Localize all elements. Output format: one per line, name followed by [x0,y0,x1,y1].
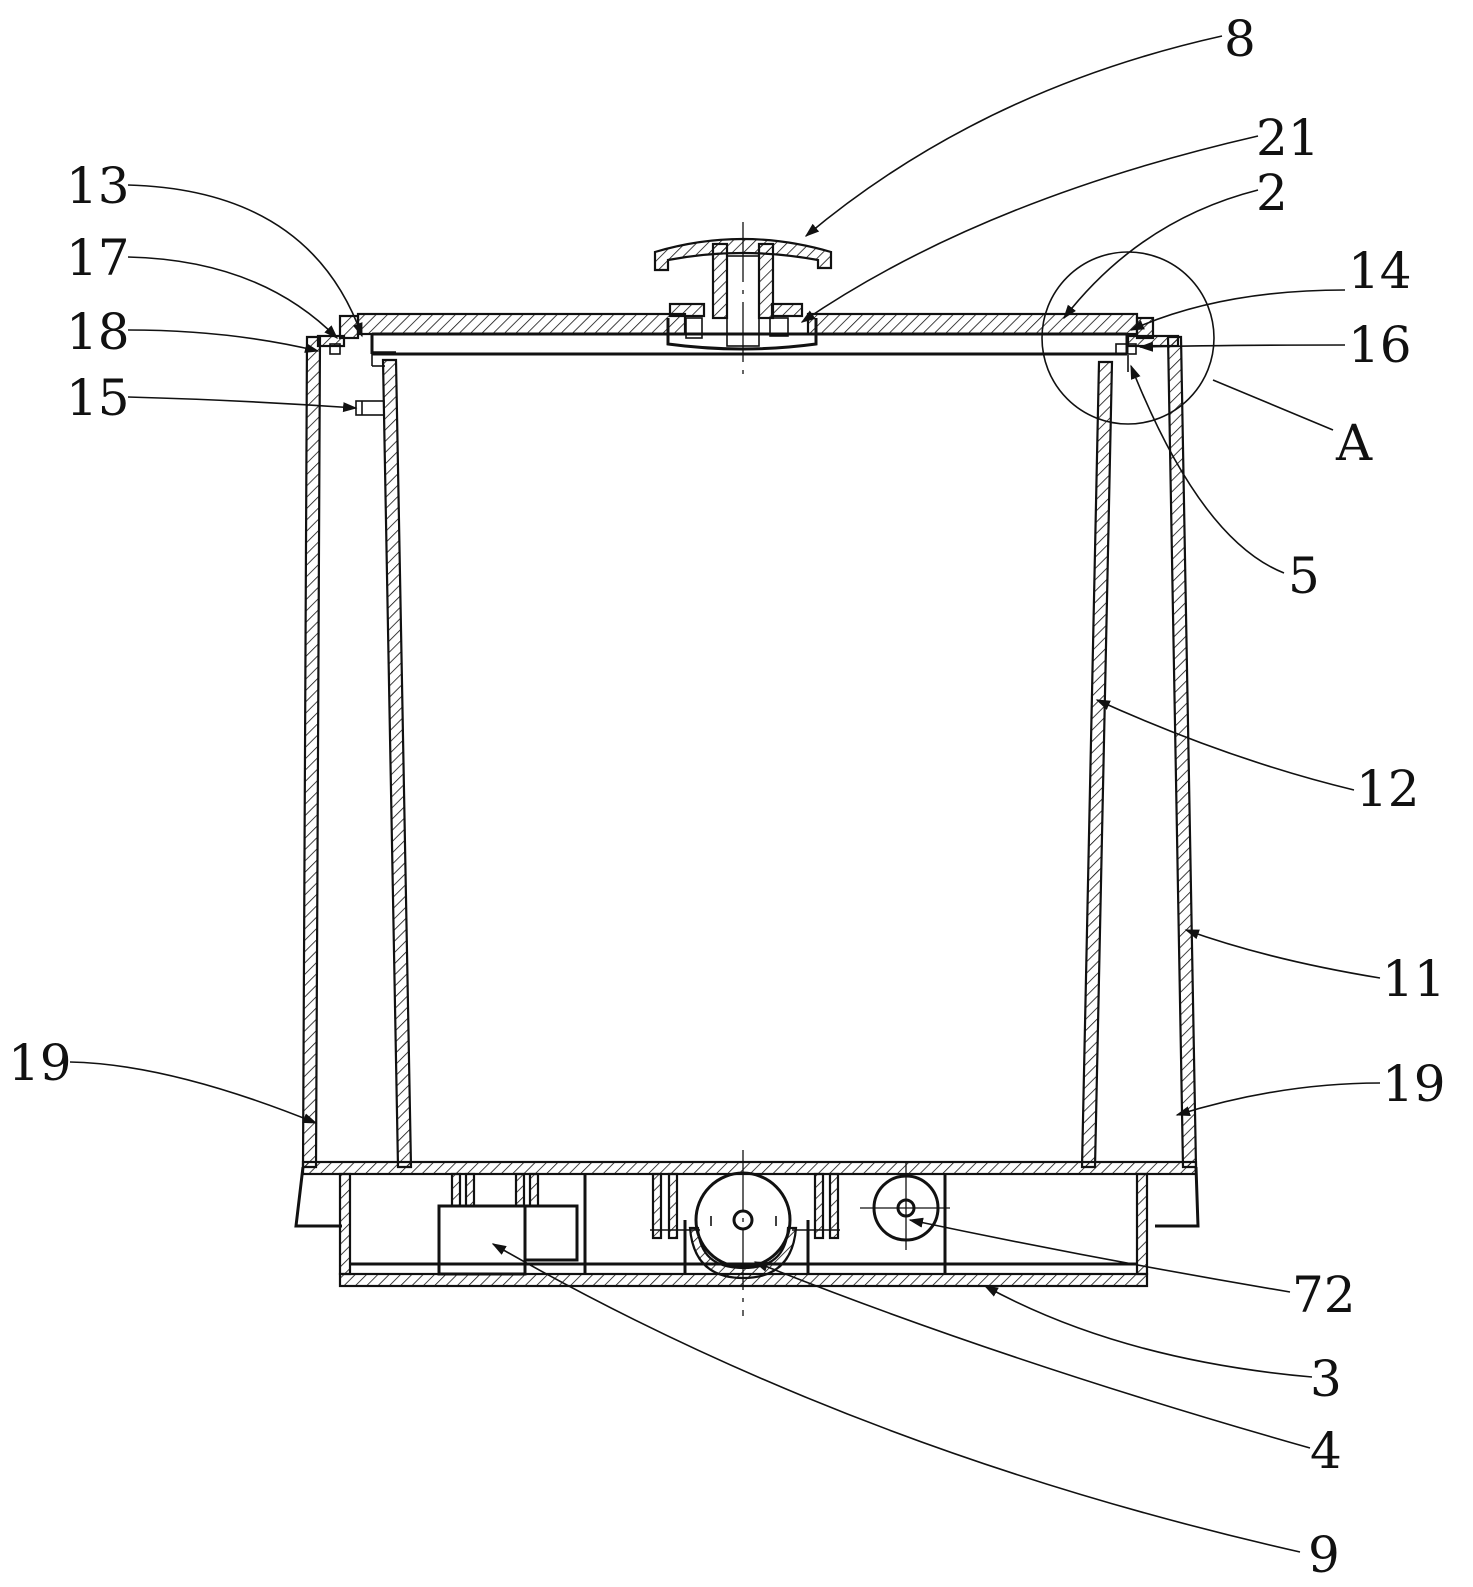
inner-liner [371,351,1114,1169]
label-3: 3 [1310,1350,1342,1408]
label-16: 16 [1348,316,1412,374]
lid [316,312,1180,372]
leader-lines [69,35,1381,1553]
label-17: 17 [66,229,130,287]
base [301,1150,1198,1316]
label-A: A [1335,414,1373,472]
label-11: 11 [1382,950,1446,1008]
outer-shell [294,335,1200,1228]
label-2: 2 [1256,164,1288,222]
label-12: 12 [1356,760,1420,818]
label-14: 14 [1348,242,1412,300]
label-19-left: 19 [8,1034,72,1092]
label-13: 13 [66,157,130,215]
label-19-right: 19 [1382,1055,1446,1113]
label-15: 15 [66,369,130,427]
label-4: 4 [1310,1422,1342,1480]
label-8: 8 [1224,10,1256,68]
fitting-15 [355,400,385,416]
detail-circle-A [1041,251,1215,425]
label-9: 9 [1308,1526,1340,1584]
label-18: 18 [66,303,130,361]
label-5: 5 [1288,547,1320,605]
label-72: 72 [1292,1266,1356,1324]
knob [653,222,833,380]
label-21: 21 [1256,109,1320,167]
